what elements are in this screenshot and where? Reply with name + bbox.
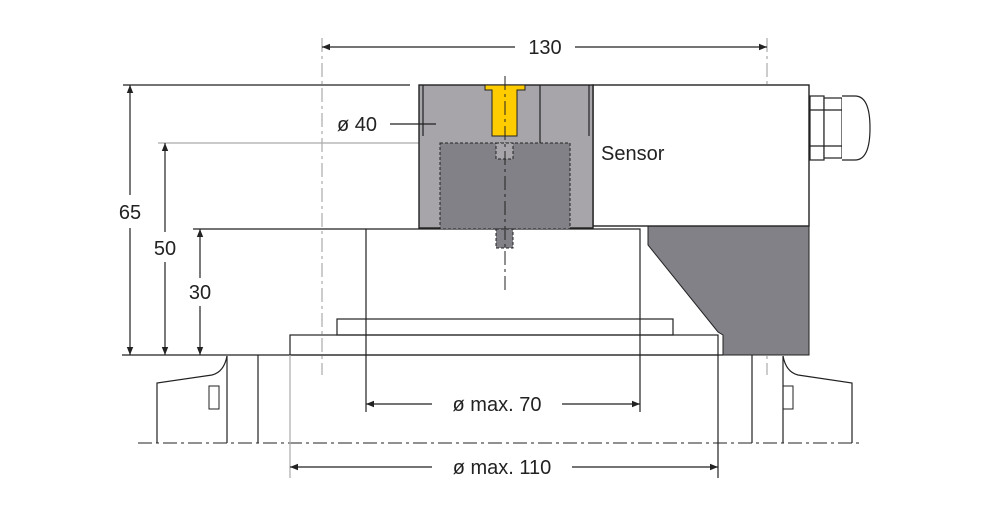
label-diameter-70: ø max. 70: [453, 394, 542, 416]
plate-inner: [336, 318, 674, 336]
cable-gland-icon: [809, 95, 871, 161]
dimension-diameter-110: ø max. 110: [290, 457, 718, 479]
mounting-bracket: [647, 225, 810, 356]
sensor-label: Sensor: [601, 143, 665, 165]
dimension-130: 130: [322, 37, 767, 59]
mount-right: [751, 355, 853, 443]
sensor-body: [592, 84, 810, 227]
actuator-target: [365, 228, 641, 412]
label-130: 130: [528, 37, 561, 59]
dimension-65: 65: [119, 85, 141, 355]
dimension-30: 30: [189, 229, 211, 355]
label-diameter-110: ø max. 110: [453, 457, 552, 479]
label-50: 50: [154, 238, 176, 260]
plate-outer: [289, 334, 719, 356]
label-diameter-40: ø 40: [337, 114, 377, 136]
dimension-diameter-70: ø max. 70: [366, 394, 640, 416]
mount-left: [156, 355, 259, 443]
dimension-50: 50: [154, 143, 176, 355]
label-30: 30: [189, 282, 211, 304]
label-65: 65: [119, 202, 141, 224]
